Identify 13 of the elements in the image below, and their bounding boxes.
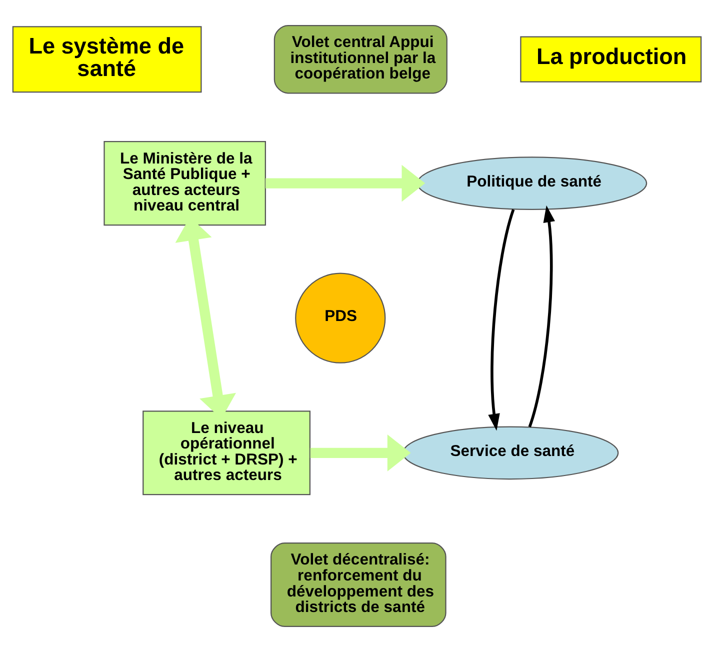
node-circle: PDS — [295, 272, 386, 363]
node-box: Volet central Appui institutionnel par la coopération belge — [274, 24, 448, 94]
node-ellipse: Politique de santé — [416, 156, 648, 210]
arrow — [528, 204, 555, 427]
node-box: Le Ministère de la Santé Publique + autres acteurs niveau central — [104, 140, 266, 226]
node-ellipse: Service de santé — [402, 426, 619, 480]
node-box: Volet décentralisé: renforcement du développement des districts de santé — [270, 542, 446, 627]
arrow — [488, 208, 515, 430]
arrow — [266, 164, 426, 202]
node-box: La production — [520, 36, 702, 82]
arrow — [310, 434, 411, 471]
node-box: Le système de santé — [12, 26, 202, 92]
node-box: Le niveau opérationnel (district + DRSP) + autres acteurs — [142, 410, 310, 495]
